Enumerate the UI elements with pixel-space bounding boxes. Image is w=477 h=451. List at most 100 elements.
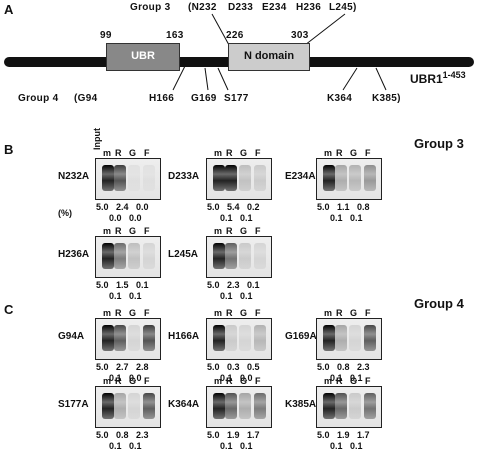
- construct-name: UBR1: [410, 72, 443, 86]
- lane-header-g: G: [129, 226, 137, 236]
- mutant-label: H166A: [168, 331, 200, 342]
- group4-title-a: Group 4: [18, 93, 59, 104]
- quant-values-bottom: 0.1 0.1: [330, 213, 363, 223]
- quant-values-top: 5.0 0.8 2.3: [317, 362, 370, 372]
- leader-line-k364: [342, 67, 358, 91]
- construct-label: UBR11-453: [410, 70, 466, 86]
- quant-values-top: 5.0 2.7 2.8: [96, 362, 149, 372]
- gel-band: [364, 325, 376, 351]
- ubr-domain-label: UBR: [131, 50, 155, 62]
- gel-band: [335, 165, 347, 191]
- quant-values-bottom: 0.1 0.1: [220, 213, 253, 223]
- lane-header-f: F: [255, 376, 261, 386]
- group4-residue-k385: K385): [372, 93, 401, 104]
- lane-header-r: R: [115, 148, 122, 158]
- gel-image: [95, 386, 161, 428]
- mutant-label: N232A: [58, 171, 90, 182]
- lane-header-r: R: [115, 308, 122, 318]
- mutant-label: G169A: [285, 331, 317, 342]
- gel-band: [364, 393, 376, 419]
- gel-band: [225, 325, 237, 351]
- lane-header-r: R: [336, 376, 343, 386]
- gel-band: [213, 165, 225, 191]
- gel-band: [213, 243, 225, 269]
- ubr-domain-box: UBR: [106, 43, 180, 71]
- panel-b-title: Group 3: [414, 136, 464, 151]
- gel-band: [102, 325, 114, 351]
- lane-header-f: F: [255, 226, 261, 236]
- lane-header-m: m: [324, 148, 333, 158]
- n-domain-box: N domain: [228, 43, 310, 71]
- mutant-label: K364A: [168, 399, 200, 410]
- leader-line-group3-right: [304, 13, 346, 46]
- lane-header-f: F: [365, 308, 371, 318]
- gel-band: [225, 243, 237, 269]
- leader-line-k385: [375, 67, 387, 91]
- quant-values-top: 5.0 1.9 1.7: [317, 430, 370, 440]
- lane-header-m: m: [214, 226, 223, 236]
- quant-values-top: 5.0 1.9 1.7: [207, 430, 260, 440]
- group3-residue-h236: H236: [296, 2, 322, 13]
- lane-header-r: R: [226, 148, 233, 158]
- gel-band: [143, 243, 155, 269]
- group3-title: Group 3: [130, 2, 171, 13]
- gel-image: [206, 386, 272, 428]
- gel-image: [95, 318, 161, 360]
- gel-band: [349, 165, 361, 191]
- group4-residue-k364: K364: [327, 93, 353, 104]
- lane-header-m: m: [103, 376, 112, 386]
- quant-values-top: 5.0 5.4 0.2: [207, 202, 260, 212]
- lane-header-r: R: [226, 376, 233, 386]
- lane-header-r: R: [226, 226, 233, 236]
- lane-header-g: G: [350, 308, 358, 318]
- lane-header-g: G: [350, 148, 358, 158]
- gel-band: [128, 325, 140, 351]
- gel-band: [239, 325, 251, 351]
- gel-band: [102, 393, 114, 419]
- quant-values-bottom: 0.0 0.0: [109, 213, 142, 223]
- mutant-label: G94A: [58, 331, 85, 342]
- gel-band: [323, 165, 335, 191]
- quant-values-top: 5.0 2.3 0.1: [207, 280, 260, 290]
- gel-image: [206, 158, 272, 200]
- panel-a-letter: A: [4, 2, 14, 17]
- lane-header-r: R: [336, 308, 343, 318]
- gel-band: [254, 393, 266, 419]
- quant-values-bottom: 0.1 0.1: [330, 441, 363, 451]
- gel-band: [239, 243, 251, 269]
- gel-band: [102, 243, 114, 269]
- construct-range: 1-453: [442, 70, 466, 80]
- gel-band: [143, 393, 155, 419]
- gel-band: [239, 165, 251, 191]
- quant-values-bottom: 0.1 0.1: [109, 441, 142, 451]
- lane-header-r: R: [336, 148, 343, 158]
- position-163: 163: [166, 30, 184, 41]
- gel-band: [364, 165, 376, 191]
- gel-band: [349, 393, 361, 419]
- gel-image: [316, 318, 382, 360]
- lane-header-r: R: [115, 226, 122, 236]
- gel-band: [128, 165, 140, 191]
- lane-header-g: G: [240, 376, 248, 386]
- lane-header-g: G: [129, 148, 137, 158]
- mutant-label: S177A: [58, 399, 89, 410]
- group4-residue-g94: (G94: [74, 93, 98, 104]
- quant-values-top: 5.0 1.5 0.1: [96, 280, 149, 290]
- quant-values-bottom: 0.1 0.1: [220, 291, 253, 301]
- percent-label: (%): [58, 208, 72, 218]
- gel-image: [316, 158, 382, 200]
- group4-residue-h166: H166: [149, 93, 175, 104]
- gel-image: [206, 236, 272, 278]
- n-domain-label: N domain: [243, 50, 295, 62]
- panel-c-letter: C: [4, 302, 14, 317]
- gel-band: [254, 325, 266, 351]
- lane-header-g: G: [240, 308, 248, 318]
- position-99: 99: [100, 30, 112, 41]
- quant-values-bottom: 0.1 0.0: [109, 373, 142, 383]
- lane-header-f: F: [144, 308, 150, 318]
- quant-values-top: 5.0 1.1 0.8: [317, 202, 370, 212]
- quant-values-top: 5.0 2.4 0.0: [96, 202, 149, 212]
- lane-header-f: F: [255, 308, 261, 318]
- lane-header-f: F: [144, 376, 150, 386]
- gel-band: [335, 325, 347, 351]
